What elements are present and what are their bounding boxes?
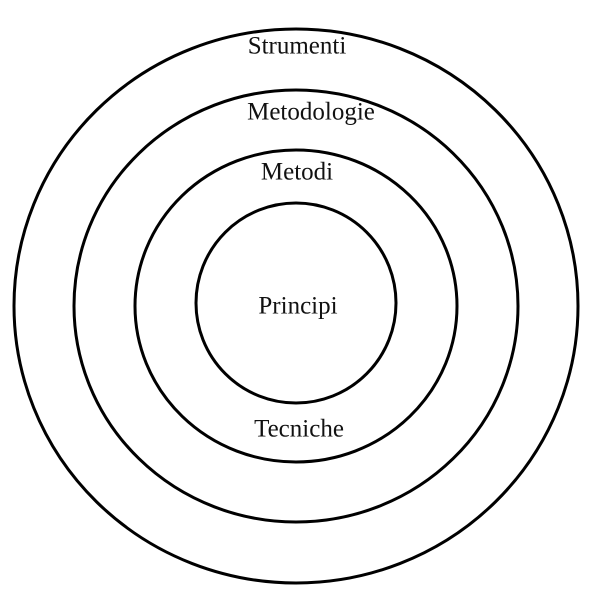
label-principi: Principi	[258, 293, 337, 320]
ring-second	[72, 88, 520, 524]
label-strumenti: Strumenti	[248, 33, 347, 60]
label-metodologie: Metodologie	[247, 99, 375, 126]
ring-outer	[12, 27, 580, 585]
label-tecniche: Tecniche	[254, 416, 344, 443]
ring-inner	[194, 201, 398, 405]
ring-third	[133, 148, 459, 464]
label-metodi: Metodi	[261, 159, 333, 186]
